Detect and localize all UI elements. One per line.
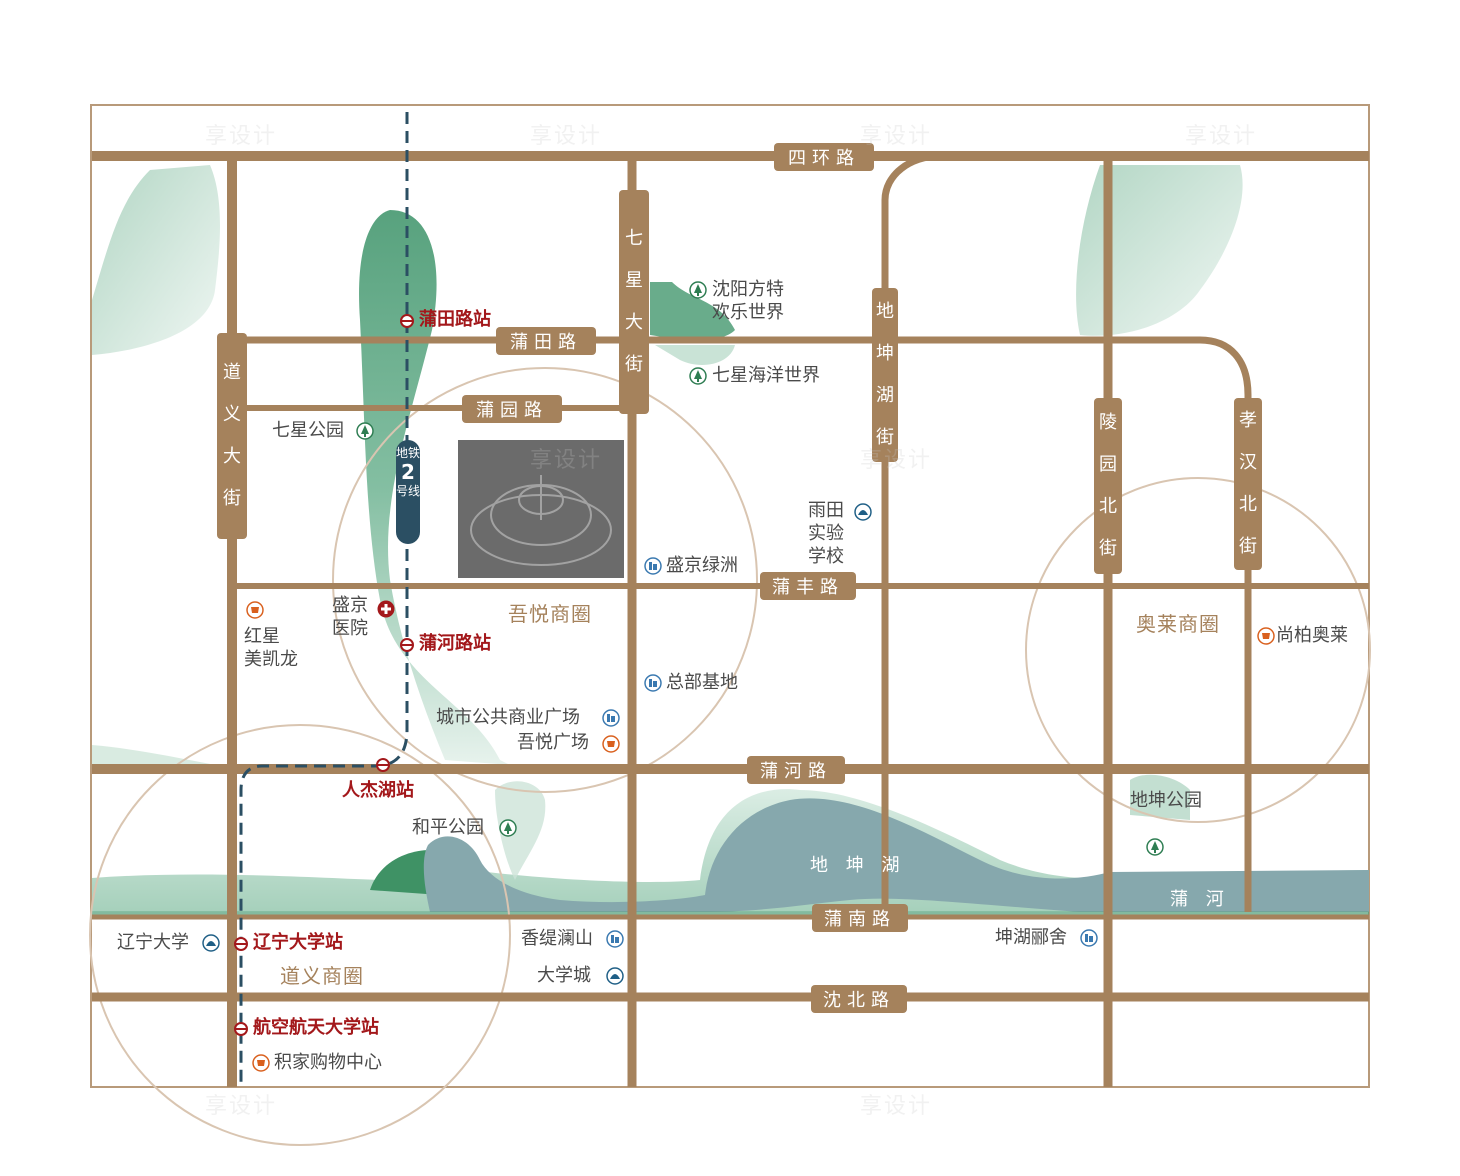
building-icon [1080,929,1098,947]
park-icon [689,367,707,385]
metro-line-2 [239,112,409,1087]
poi-redstar-line2: 美凯龙 [244,649,298,670]
school-icon [854,503,872,521]
poi-heping-park: 和平公园 [412,817,484,838]
building-icon [644,557,662,575]
road-tag-qixing: 七星大街 [619,190,649,414]
road-tag-puyuan: 蒲园路 [462,395,562,423]
building-icon [606,930,624,948]
poi-hospital-line1: 盛京 [332,595,368,616]
lake-label: 地 坤 湖 [810,855,906,876]
metro-station-icon [400,314,414,328]
green-hill-left [370,850,440,895]
river-label: 蒲 河 [1170,889,1230,910]
poi-hospital-line2: 医院 [332,618,368,639]
park-icon [1146,838,1164,856]
shopping-icon [1257,627,1275,645]
circle-aolai [1025,477,1371,823]
poi-qixing-park: 七星公园 [272,420,344,441]
poi-xiangti: 香缇澜山 [521,928,593,949]
circle-daoyi [89,724,511,1146]
watermark: 享设计 [205,124,278,149]
park-icon [356,422,374,440]
poi-redstar-line1: 红星 [244,626,280,647]
circle-label-wuyue: 吾悦商圈 [508,602,592,626]
poi-yutian-line3: 学校 [808,546,844,567]
metro-line-tag: 地铁 2 号线 [396,440,420,544]
green-dikun-park [1130,774,1190,820]
watermark: 享设计 [860,1094,933,1119]
poi-wuyue-plaza: 吾悦广场 [517,732,589,753]
road-tag-punan: 蒲南路 [812,904,908,932]
road-tag-putian: 蒲田路 [496,327,596,355]
road-tag-shenbei: 沈北路 [811,985,907,1013]
watermark: 享设计 [205,1094,278,1119]
road-tag-puhe: 蒲河路 [747,756,845,784]
building-icon [602,709,620,727]
watermark: 享设计 [1185,124,1258,149]
green-heping [495,781,546,880]
poi-kunhu: 坤湖郦舍 [995,927,1067,948]
road-network [92,151,1369,1087]
metro-station-icon [376,758,390,772]
road-tag-dikunhu: 地坤湖街 [872,288,898,462]
green-area-northwest [92,165,220,355]
school-icon [606,967,624,985]
hospital-icon [377,600,395,618]
green-ocean [655,345,735,365]
park-icon [689,281,707,299]
poi-ocean-world: 七星海洋世界 [712,365,820,386]
poi-shangbai-outlets: 尚柏奥莱 [1276,625,1348,646]
circle-label-daoyi: 道义商圈 [280,964,364,988]
circle-label-aolai: 奥莱商圈 [1136,612,1220,636]
poi-fantawild-line1: 沈阳方特 [712,279,784,300]
green-fantawild [650,282,735,340]
watermark: 享设计 [530,448,603,473]
road-tag-xiaohan: 孝汉北街 [1234,398,1262,570]
poi-yutian-line1: 雨田 [808,500,844,521]
park-icon [499,819,517,837]
shopping-icon [252,1054,270,1072]
watermark: 享设计 [860,448,933,473]
poi-liaoning-univ: 辽宁大学 [117,932,189,953]
green-corridor [359,210,510,765]
poi-yutian-line2: 实验 [808,523,844,544]
building-icon [644,674,662,692]
school-icon [202,934,220,952]
road-tag-pufeng: 蒲丰路 [760,572,856,600]
metro-station-icon [234,1022,248,1036]
road-tag-daoyi: 道义大街 [217,333,247,539]
circle-wuyue [332,367,758,793]
project-site-swirl [470,475,612,566]
poi-fantawild-line2: 欢乐世界 [712,302,784,323]
lake-dikunhu [423,798,1370,912]
watermark: 享设计 [530,124,603,149]
metro-station-icon [234,937,248,951]
poi-dikun-park: 地坤公园 [1130,790,1202,811]
green-area-northeast [1076,165,1243,336]
poi-hq-base: 总部基地 [666,672,738,693]
road-tag-ring4: 四环路 [774,143,874,171]
road-tag-lingyuan: 陵园北街 [1094,398,1122,574]
poi-shengjing-lvzhou: 盛京绿洲 [666,555,738,576]
shopping-icon [246,601,264,619]
poi-daxuecheng: 大学城 [537,965,591,986]
poi-city-plaza: 城市公共商业广场 [436,707,580,728]
watermark: 享设计 [860,124,933,149]
poi-jijia: 积家购物中心 [274,1052,382,1073]
shopping-icon [602,735,620,753]
metro-station-icon [400,638,414,652]
